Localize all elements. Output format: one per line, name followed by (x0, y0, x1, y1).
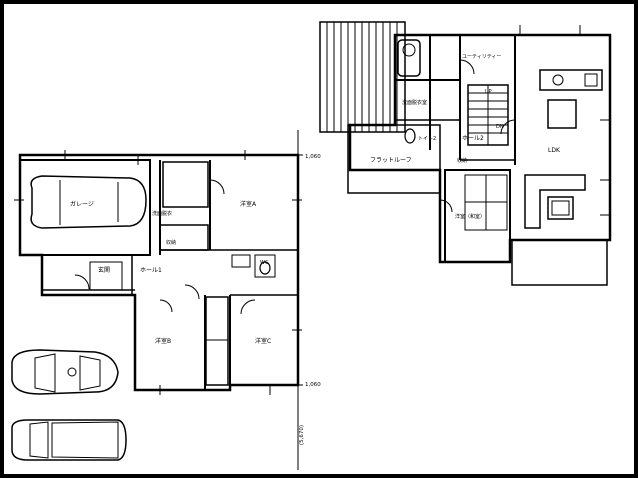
label-toilet-2: トイレ2 (418, 136, 436, 142)
dim-span: (5,670) (299, 425, 305, 445)
dim-level-upper: 1,060 (305, 154, 321, 160)
upper-floor (319, 21, 612, 286)
garage-car (30, 175, 147, 229)
label-hall-1: ホール1 (140, 267, 162, 274)
label-hall-2: ホール2 (462, 135, 484, 142)
ground-floor (14, 150, 302, 395)
entrance-outline (41, 254, 133, 296)
label-japanese-room: 洋室（和室） (455, 213, 485, 220)
toilet-2-fixture (404, 128, 416, 144)
wc-room (254, 254, 276, 278)
label-western-b: 洋室B (155, 337, 171, 345)
balcony (511, 239, 608, 286)
stair-ground (159, 224, 209, 251)
label-flat-roof: フラットルーフ (370, 157, 412, 164)
flat-roof-outline (347, 124, 441, 194)
coffee-table (547, 196, 574, 220)
label-utility: ユーティリティー (462, 54, 501, 60)
japanese-room-outline (444, 169, 511, 263)
sofa (524, 174, 586, 229)
label-western-a: 洋室A (240, 200, 257, 208)
dining-table (547, 99, 577, 129)
closet-washroom (162, 161, 209, 208)
label-ldk: LDK (548, 147, 561, 154)
floor-plan-drawing: ガレージ 洋室A 洋室B 洋室C 玄関 ホール1 洗面脱衣 WC 収納 ユーティ… (11, 21, 612, 470)
label-storage-ground: 収納 (166, 239, 176, 246)
dim-level-lower: 1,060 (305, 382, 321, 388)
label-entrance: 玄関 (98, 266, 110, 274)
label-dn: DN (496, 124, 504, 130)
parked-car-1 (11, 349, 119, 395)
dimension-line (293, 130, 303, 470)
label-storage-upper: 収納 (457, 157, 467, 164)
label-washroom: 洗面脱衣 (152, 210, 172, 217)
label-western-c: 洋室C (255, 337, 271, 345)
label-wc: WC (260, 260, 269, 266)
bathtub (397, 39, 421, 77)
label-up: UP (485, 89, 492, 95)
label-garage: ガレージ (70, 200, 94, 208)
label-dressing: 洗面脱衣室 (402, 99, 427, 106)
kitchen-counter (539, 69, 603, 91)
closet-center (205, 296, 229, 386)
deck-slats (326, 22, 398, 132)
parked-car-2 (11, 419, 127, 461)
wash-basin (231, 254, 251, 268)
